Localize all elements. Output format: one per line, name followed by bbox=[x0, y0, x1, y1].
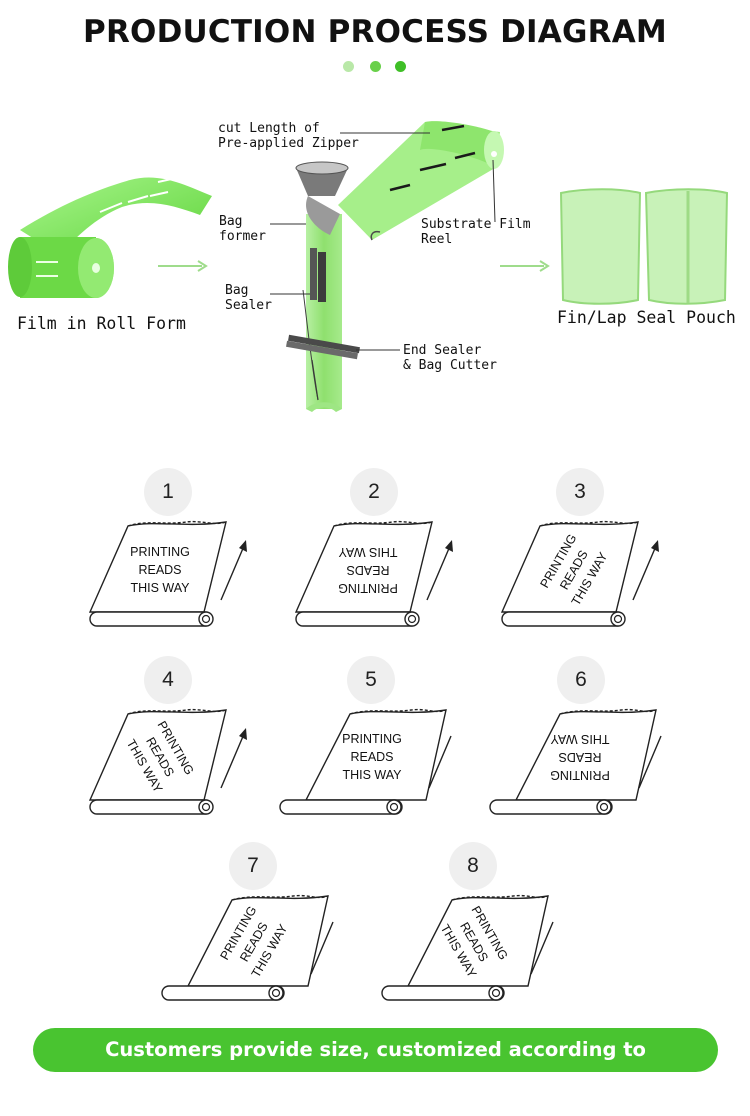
orientation-number-3: 3 bbox=[556, 468, 604, 516]
label-zipper: cut Length of Pre-applied Zipper bbox=[218, 121, 359, 151]
page-title: PRODUCTION PROCESS DIAGRAM bbox=[83, 14, 667, 50]
dot-dark bbox=[395, 61, 406, 72]
label-bag-sealer: Bag Sealer bbox=[225, 283, 272, 313]
dot-light bbox=[343, 61, 354, 72]
roll-illustration-8 bbox=[381, 894, 554, 1001]
dot-medium bbox=[370, 61, 381, 72]
roll-illustration-1 bbox=[88, 520, 247, 627]
bag-former bbox=[286, 161, 360, 412]
roll-illustration-5 bbox=[279, 708, 452, 815]
leader-lines bbox=[270, 132, 496, 351]
pouches bbox=[559, 188, 729, 305]
label-film-roll: Film in Roll Form bbox=[17, 314, 186, 333]
printing-direction-text-5: PRINTING READS THIS WAY bbox=[342, 732, 402, 782]
roll-illustration-7 bbox=[161, 894, 334, 1001]
printing-direction-text-2: PRINTING READS THIS WAY bbox=[338, 545, 398, 595]
roll-illustration-4 bbox=[88, 708, 247, 815]
label-pouch: Fin/Lap Seal Pouch bbox=[557, 308, 736, 327]
label-end-sealer: End Sealer & Bag Cutter bbox=[403, 343, 497, 373]
label-bag-former: Bag former bbox=[219, 214, 266, 244]
label-substrate: Substrate Film Reel bbox=[421, 217, 531, 247]
printing-direction-text-1: PRINTING READS THIS WAY bbox=[130, 545, 190, 595]
process-diagram: cut Length of Pre-applied Zipper Bag for… bbox=[0, 100, 750, 430]
orientation-number-7: 7 bbox=[229, 842, 277, 890]
orientation-number-6: 6 bbox=[557, 656, 605, 704]
film-roll bbox=[8, 177, 212, 298]
decorative-dots bbox=[343, 61, 413, 73]
roll-illustration-3 bbox=[500, 520, 659, 627]
roll-illustration-6 bbox=[489, 708, 662, 815]
roll-illustration-2 bbox=[294, 520, 453, 627]
orientation-number-8: 8 bbox=[449, 842, 497, 890]
customization-banner: Customers provide size, customized accor… bbox=[33, 1028, 718, 1105]
orientation-number-1: 1 bbox=[144, 468, 192, 516]
printing-direction-text-6: PRINTING READS THIS WAY bbox=[550, 732, 610, 782]
orientation-number-2: 2 bbox=[350, 468, 398, 516]
substrate-reel bbox=[338, 121, 504, 241]
orientation-number-5: 5 bbox=[347, 656, 395, 704]
orientation-number-4: 4 bbox=[144, 656, 192, 704]
process-illustration bbox=[8, 121, 729, 412]
